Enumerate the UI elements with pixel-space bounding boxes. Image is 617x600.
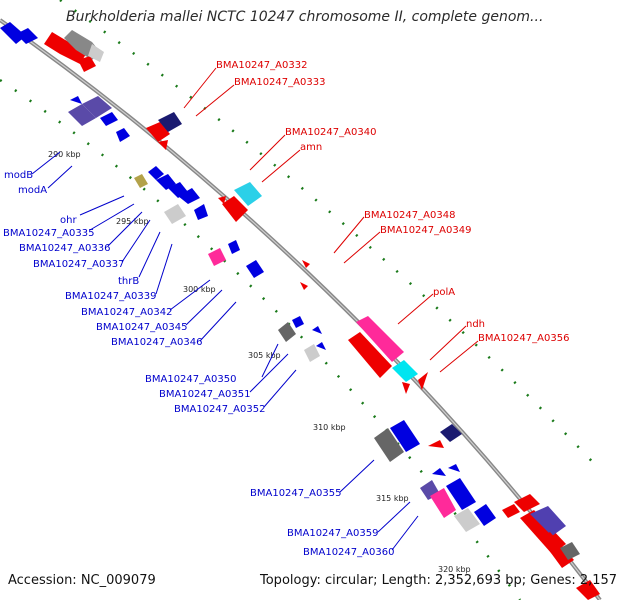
- gene-label-pola: polA: [433, 287, 455, 298]
- gene-label-a0337: BMA10247_A0337: [33, 259, 124, 270]
- genome-map: 290 kbp 295 kbp 300 kbp 305 kbp 310 kbp …: [0, 0, 602, 600]
- reverse-genes: [0, 22, 496, 532]
- gene-label-a0336: BMA10247_A0336: [19, 243, 110, 254]
- scale-label: 305 kbp: [248, 351, 281, 360]
- gene-label-a0335: BMA10247_A0335: [3, 228, 94, 239]
- scale-label: 320 kbp: [438, 565, 471, 574]
- reverse-gene-labels: [31, 151, 419, 551]
- gene-label-moda: modA: [18, 185, 47, 196]
- accession-text: Accession: NC_009079: [8, 573, 156, 588]
- tick-track-outer: [59, 0, 601, 471]
- scale-label: 300 kbp: [183, 285, 216, 294]
- gene-label-a0350: BMA10247_A0350: [145, 374, 236, 385]
- gene-label-a0355: BMA10247_A0355: [250, 488, 341, 499]
- gene-label-a0346: BMA10247_A0346: [111, 337, 202, 348]
- gene-label-ndh: ndh: [466, 319, 485, 330]
- gene-label-a0340: BMA10247_A0340: [285, 127, 376, 138]
- gene-label-a0360: BMA10247_A0360: [303, 547, 394, 558]
- gene-label-thrb: thrB: [118, 276, 139, 287]
- gene-label-modb: modB: [4, 170, 33, 181]
- gene-label-a0348: BMA10247_A0348: [364, 210, 455, 221]
- gene-label-a0356: BMA10247_A0356: [478, 333, 569, 344]
- gene-label-a0342: BMA10247_A0342: [81, 307, 172, 318]
- gene-label-amn: amn: [300, 142, 322, 153]
- forward-gene-labels: [183, 67, 479, 373]
- scale-label: 310 kbp: [313, 423, 346, 432]
- gene-label-a0332: BMA10247_A0332: [216, 60, 307, 71]
- gene-label-a0345: BMA10247_A0345: [96, 322, 187, 333]
- gene-label-a0339: BMA10247_A0339: [65, 291, 156, 302]
- gene-label-a0351: BMA10247_A0351: [159, 389, 250, 400]
- summary-text: Topology: circular; Length: 2,352,693 bp…: [260, 573, 617, 588]
- forward-genes: [44, 30, 600, 600]
- scale-label: 290 kbp: [48, 150, 81, 159]
- gene-label-a0333: BMA10247_A0333: [234, 77, 325, 88]
- gene-label-a0349: BMA10247_A0349: [380, 225, 471, 236]
- gene-label-a0359: BMA10247_A0359: [287, 528, 378, 539]
- gene-label-ohr: ohr: [60, 215, 77, 226]
- scale-label: 315 kbp: [376, 494, 409, 503]
- gene-label-a0352: BMA10247_A0352: [174, 404, 265, 415]
- map-title: Burkholderia mallei NCTC 10247 chromosom…: [66, 9, 544, 25]
